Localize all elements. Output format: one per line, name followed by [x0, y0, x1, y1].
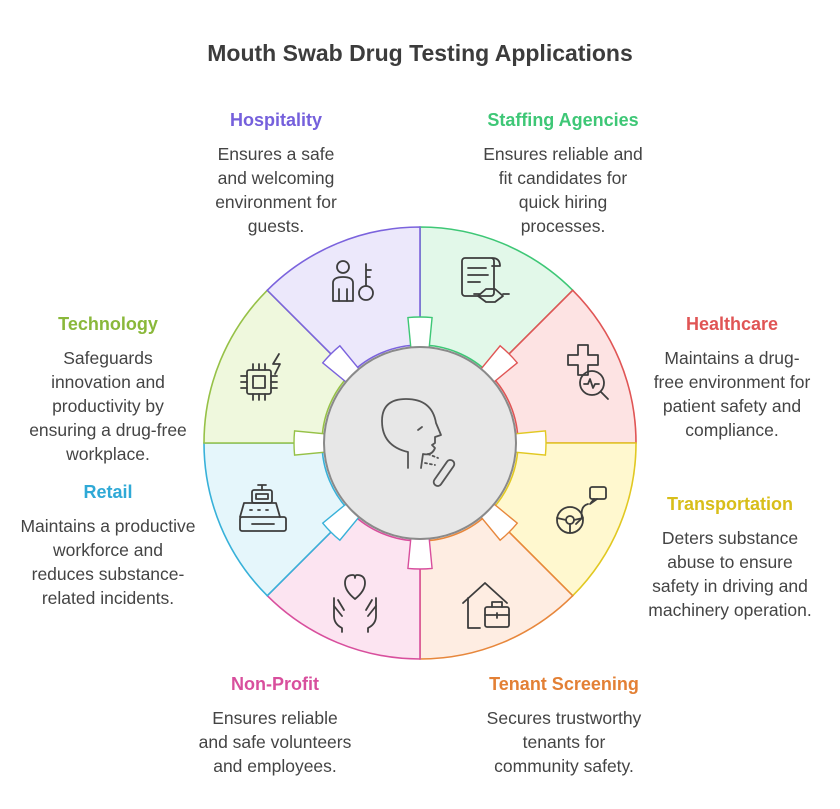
segment-label-staffing: Staffing Agencies Ensures reliable and f… — [462, 110, 664, 238]
segment-label-healthcare: Healthcare Maintains a drug-free environ… — [642, 314, 822, 442]
segment-description: Secures trustworthy tenants for communit… — [486, 708, 642, 776]
page-title: Mouth Swab Drug Testing Applications — [207, 40, 633, 66]
segment-description: Ensures a safe and welcoming environment… — [215, 144, 337, 236]
segment-label-hospitality: Hospitality Ensures a safe and welcoming… — [188, 110, 364, 238]
segment-notch — [514, 430, 547, 456]
cash-register-icon — [239, 484, 287, 532]
segment-title: Technology — [58, 314, 158, 334]
segment-label-transportation: Transportation Deters substance abuse to… — [640, 494, 820, 622]
house-briefcase-icon — [462, 582, 510, 629]
segment-title: Staffing Agencies — [487, 110, 639, 130]
segment-description: Ensures reliable and safe volunteers and… — [198, 708, 352, 776]
segment-description: Deters substance abuse to ensure safety … — [648, 528, 812, 620]
center-hub — [323, 346, 517, 540]
steering-wheel-chat-icon — [556, 486, 607, 534]
heart-hands-icon — [333, 574, 377, 633]
medical-cross-search-icon — [567, 344, 609, 400]
microchip-icon — [240, 353, 281, 401]
segment-title: Retail — [83, 482, 133, 502]
segment-title: Transportation — [666, 494, 793, 514]
segment-label-nonprofit: Non-Profit Ensures reliable and safe vol… — [182, 674, 368, 778]
segment-label-technology: Technology Safeguards innovation and pro… — [18, 314, 198, 466]
segment-notch — [293, 430, 326, 456]
segment-title: Hospitality — [229, 110, 322, 130]
mouth-swab-icon — [381, 398, 456, 487]
segment-description: Safeguards innovation and productivity b… — [29, 348, 187, 464]
segment-label-retail: Retail Maintains a productive workforce … — [18, 482, 198, 610]
segment-notch — [407, 537, 433, 570]
segment-description: Ensures reliable and fit candidates for … — [483, 144, 643, 236]
segment-notch — [407, 316, 433, 349]
segment-description: Maintains a drug-free environment for pa… — [653, 348, 811, 440]
contract-handshake-icon — [461, 257, 510, 303]
segment-title: Non-Profit — [231, 674, 319, 694]
segment-description: Maintains a productive workforce and red… — [20, 516, 196, 608]
segment-title: Tenant Screening — [489, 674, 639, 694]
segment-title: Healthcare — [685, 314, 779, 334]
segment-label-tenant: Tenant Screening Secures trustworthy ten… — [466, 674, 662, 778]
person-key-icon — [332, 260, 374, 302]
